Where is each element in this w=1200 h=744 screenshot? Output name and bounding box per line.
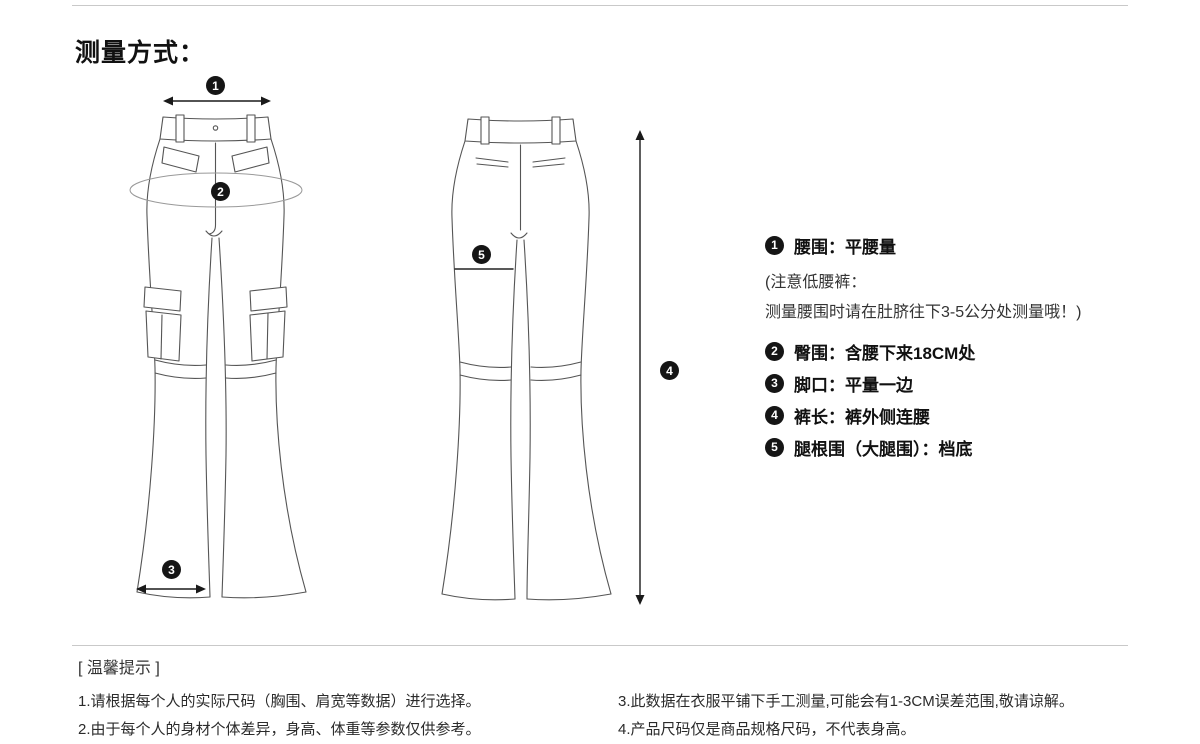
thigh-badge: 5: [765, 437, 784, 457]
length-arrow: [635, 130, 645, 605]
tips-column-left: 1.请根据每个人的实际尺码（胸围、肩宽等数据）进行选择。 2.由于每个人的身材个…: [78, 688, 618, 744]
legend-item-hip: 2 臀围：含腰下来18CM处: [765, 340, 1160, 363]
front-pants-drawing: [136, 114, 307, 599]
tips-header: [ 温馨提示 ]: [78, 660, 160, 677]
diagram-marker-hem: 3: [162, 560, 181, 579]
diagram-marker-hip: 2: [211, 182, 230, 201]
legend-item-hem-text: 脚口：平量一边: [794, 375, 913, 395]
tips-column-right: 3.此数据在衣服平铺下手工测量,可能会有1-3CM误差范围,敬请谅解。 4.产品…: [618, 688, 1130, 744]
hem-arrow: [136, 584, 206, 594]
legend-item-waist-text: 腰围：平腰量: [794, 237, 896, 257]
bottom-divider: [72, 645, 1128, 646]
legend-item-length-text: 裤长：裤外侧连腰: [794, 407, 930, 427]
legend-item-thigh: 5 腿根围（大腿围）：档底: [765, 436, 1160, 459]
waist-note-line-1: (注意低腰裤：: [765, 274, 867, 291]
page-title: 测量方式：: [75, 39, 206, 67]
tips-columns: 1.请根据每个人的实际尺码（胸围、肩宽等数据）进行选择。 2.由于每个人的身材个…: [78, 688, 1130, 744]
legend-item-hem: 3 脚口：平量一边: [765, 372, 1160, 395]
legend-item-hip-text: 臀围：含腰下来18CM处: [794, 343, 976, 363]
diagram-marker-waist: 1: [206, 76, 225, 95]
tip-4: 4.产品尺码仅是商品规格尺码，不代表身高。: [618, 721, 916, 738]
legend-item-length: 4 裤长：裤外侧连腰: [765, 404, 1160, 427]
length-badge: 4: [765, 405, 784, 425]
tip-1: 1.请根据每个人的实际尺码（胸围、肩宽等数据）进行选择。: [78, 693, 481, 710]
waist-note-line-2: 测量腰围时请在肚脐往下3-5公分处测量哦！): [765, 304, 1082, 321]
measurement-legend: 1 腰围：平腰量 (注意低腰裤： 测量腰围时请在肚脐往下3-5公分处测量哦！) …: [765, 234, 1160, 459]
tip-3: 3.此数据在衣服平铺下手工测量,可能会有1-3CM误差范围,敬请谅解。: [618, 693, 1074, 710]
diagram-marker-length: 4: [660, 361, 679, 380]
legend-item-thigh-text: 腿根围（大腿围）：档底: [794, 439, 973, 459]
tips-section: [ 温馨提示 ] 1.请根据每个人的实际尺码（胸围、肩宽等数据）进行选择。 2.…: [78, 654, 1130, 744]
hem-badge: 3: [765, 373, 784, 393]
hip-measure-ellipse: [129, 172, 303, 208]
waist-arrow: [163, 96, 271, 106]
hip-badge: 2: [765, 341, 784, 361]
tip-2: 2.由于每个人的身材个体差异，身高、体重等参数仅供参考。: [78, 721, 481, 738]
waist-badge: 1: [765, 235, 784, 255]
legend-item-waist: 1 腰围：平腰量: [765, 234, 1160, 257]
top-divider: [72, 5, 1128, 6]
diagram-marker-thigh: 5: [472, 245, 491, 264]
back-pants-drawing: [441, 116, 612, 601]
